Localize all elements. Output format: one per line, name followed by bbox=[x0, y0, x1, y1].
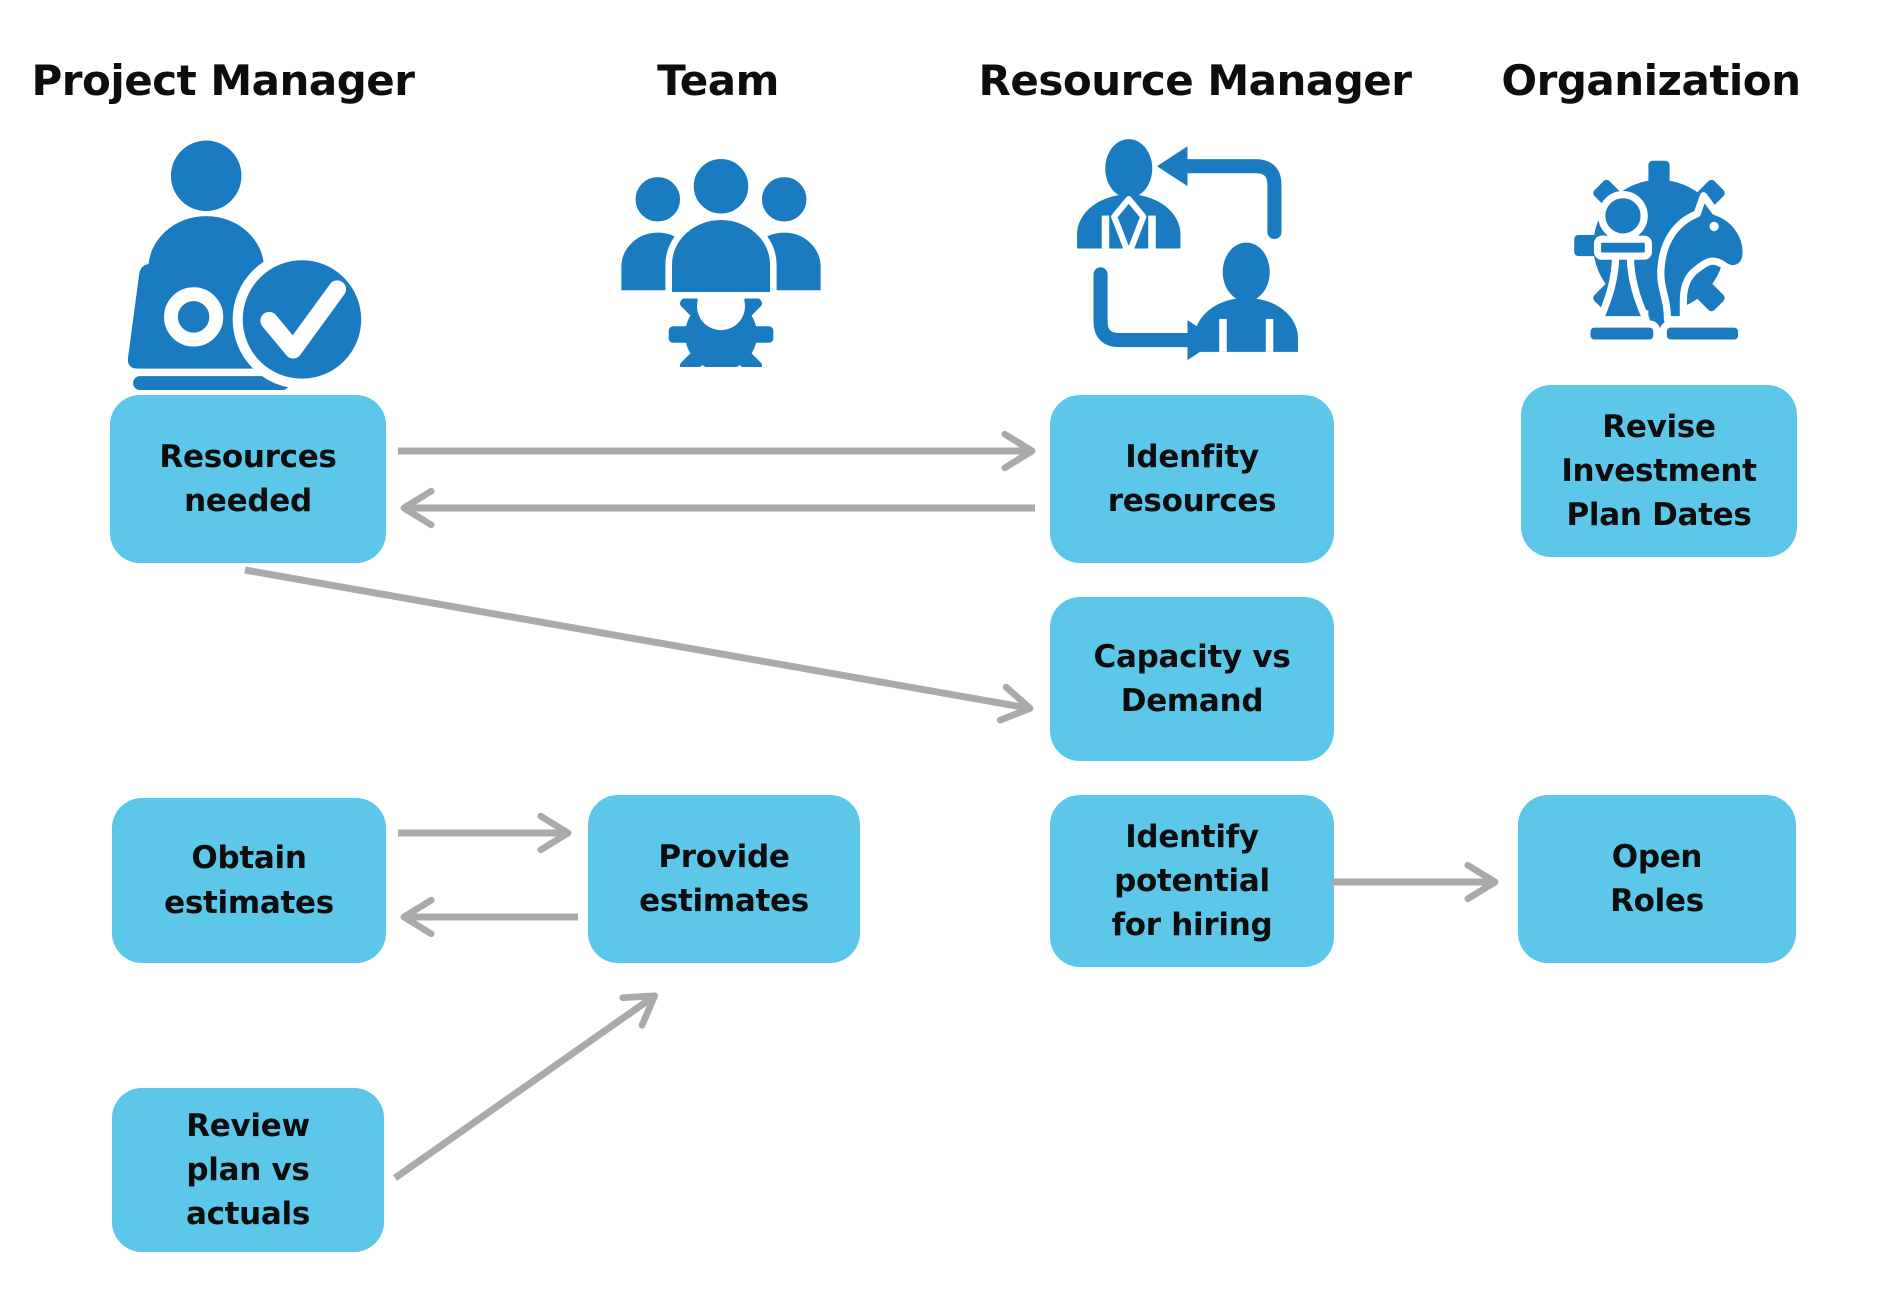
chess-pieces-gear-icon bbox=[1574, 160, 1750, 347]
arrow-resources-to-capacity bbox=[244, 566, 1034, 724]
box-resources-needed: Resources needed bbox=[110, 395, 386, 563]
box-review-plan-vs-actuals: Review plan vs actuals bbox=[112, 1088, 384, 1252]
box-capacity-vs-demand: Capacity vs Demand bbox=[1050, 597, 1334, 761]
column-header-resource-manager: Resource Manager bbox=[978, 56, 1412, 105]
box-open-roles: Open Roles bbox=[1518, 795, 1796, 963]
box-idenfity-resources: Idenfity resources bbox=[1050, 395, 1334, 563]
column-header-organization: Organization bbox=[1501, 56, 1801, 105]
box-identify-potential-for-hiring: Identify potential for hiring bbox=[1050, 795, 1334, 967]
box-obtain-estimates: Obtain estimates bbox=[112, 798, 386, 963]
person-at-laptop-check-icon bbox=[127, 140, 370, 390]
team-over-gear-icon bbox=[615, 152, 827, 367]
box-revise-investment-plan-dates: Revise Investment Plan Dates bbox=[1521, 385, 1797, 557]
arrow-review-to-provide bbox=[392, 992, 659, 1181]
people-exchange-cycle-icon bbox=[1077, 139, 1298, 361]
column-header-team: Team bbox=[657, 56, 779, 105]
box-provide-estimates: Provide estimates bbox=[588, 795, 860, 963]
column-header-project-manager: Project Manager bbox=[31, 56, 415, 105]
